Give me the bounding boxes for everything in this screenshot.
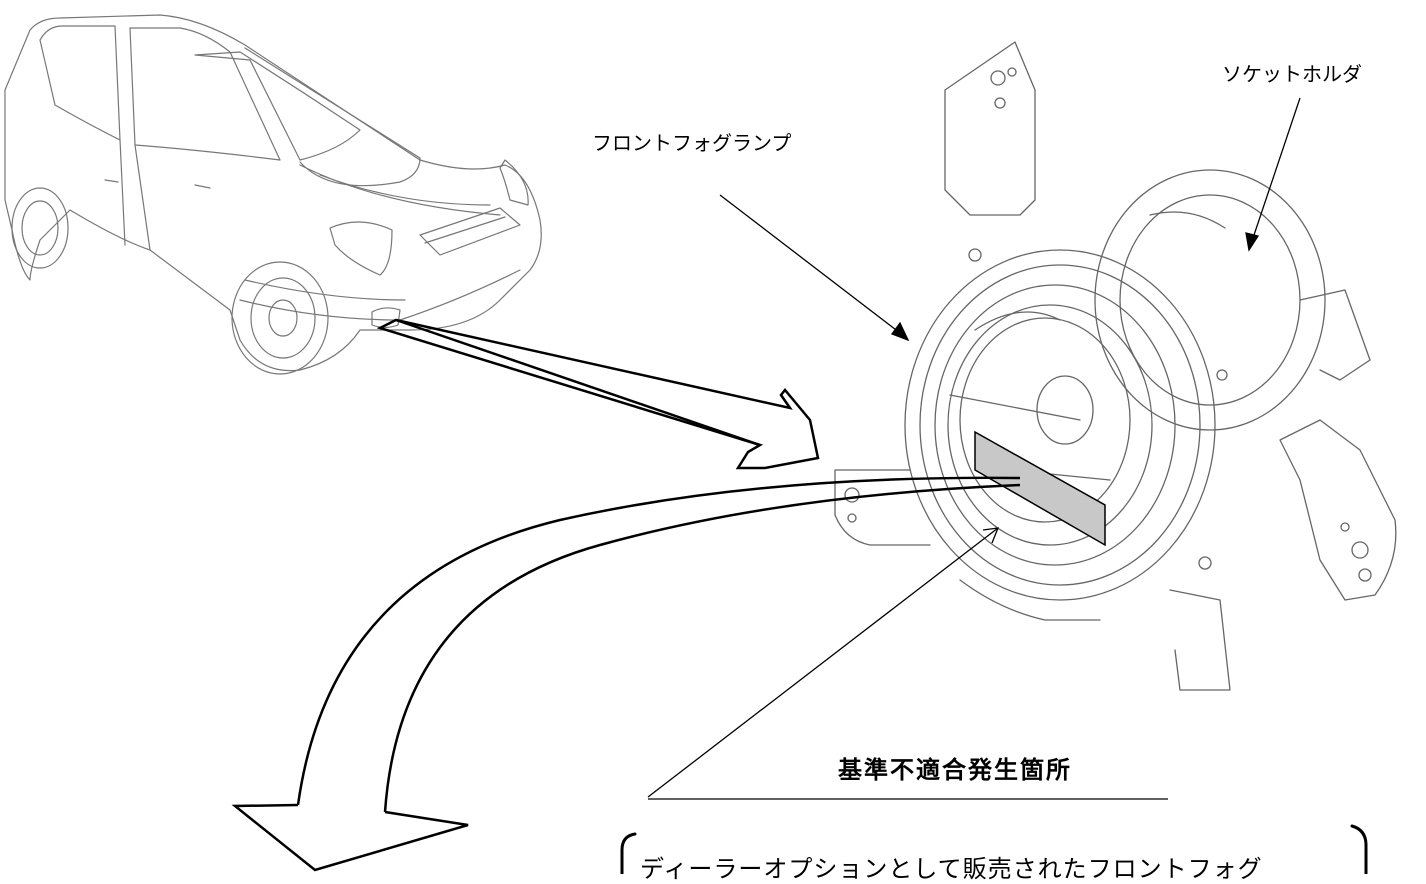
defect-leader-line: [647, 527, 999, 798]
curved-down-arrow: [231, 476, 1021, 872]
note-brackets: [620, 824, 1368, 874]
fog-lamp-label: フロントフォグランプ: [592, 131, 792, 155]
socket-holder-leader-line: [1252, 97, 1301, 239]
note-text: ディーラーオプションとして販売されたフロントフォグ: [640, 855, 1263, 883]
defect-leader-arrowhead: [982, 527, 1000, 544]
socket-holder-leader-arrowhead: [1245, 232, 1260, 252]
car-to-lamp-arrow-inner: [395, 318, 761, 447]
leader-lines: [647, 97, 1301, 800]
defect-area-highlight: [974, 430, 1106, 547]
car-illustration: [4, 14, 542, 375]
fog-lamp-leader-line: [719, 194, 901, 334]
defect-location-label: 基準不適合発生箇所: [838, 756, 1072, 784]
socket-holder-label: ソケットホルダ: [1222, 62, 1362, 86]
fog-lamp-illustration: [834, 41, 1397, 691]
car-to-lamp-arrow: [376, 318, 820, 470]
fog-lamp-leader-arrowhead: [890, 321, 910, 342]
